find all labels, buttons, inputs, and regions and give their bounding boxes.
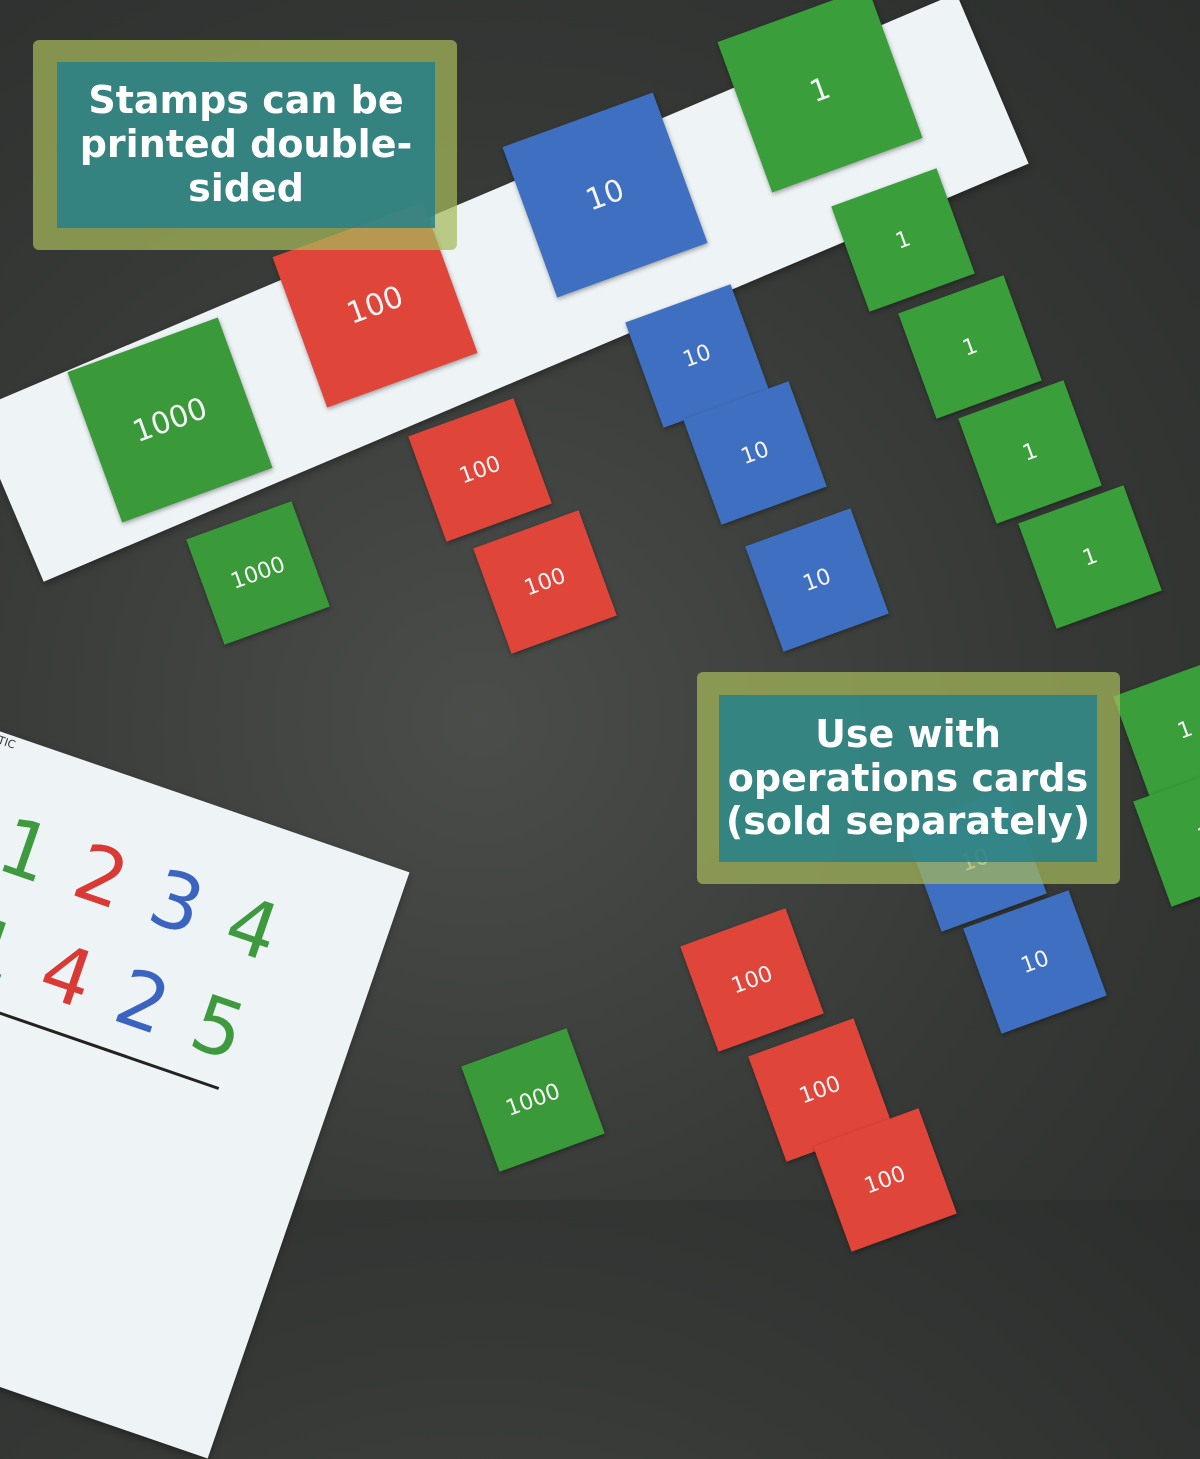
stamp-100: 100 xyxy=(473,510,617,654)
digit: 1 xyxy=(0,800,64,902)
digit: 4 xyxy=(28,925,105,1028)
operations-card: TIC 1 2 3 4 1 4 2 5 xyxy=(0,690,410,1459)
digit: 2 xyxy=(104,951,181,1054)
overlay-box-top: Stamps can be printed double-sided xyxy=(33,40,457,250)
stamp-100: 100 xyxy=(680,908,824,1052)
overlay-text-top: Stamps can be printed double-sided xyxy=(57,62,435,228)
digit: 3 xyxy=(138,852,215,954)
digit: 2 xyxy=(62,826,140,928)
digit: 1 xyxy=(0,899,30,1001)
overlay-text-bottom: Use with operations cards (sold separate… xyxy=(719,695,1097,862)
digit: 5 xyxy=(179,977,257,1080)
stamp-1000: 1000 xyxy=(186,501,330,645)
stamp-100: 100 xyxy=(408,398,552,542)
stamp-10: 10 xyxy=(745,508,889,652)
card-title: TIC xyxy=(0,733,18,752)
stamp-1000: 1000 xyxy=(461,1028,605,1172)
stamp-1: 1 xyxy=(1113,658,1200,802)
digit: 4 xyxy=(214,878,291,980)
overlay-box-bottom: Use with operations cards (sold separate… xyxy=(697,672,1120,884)
